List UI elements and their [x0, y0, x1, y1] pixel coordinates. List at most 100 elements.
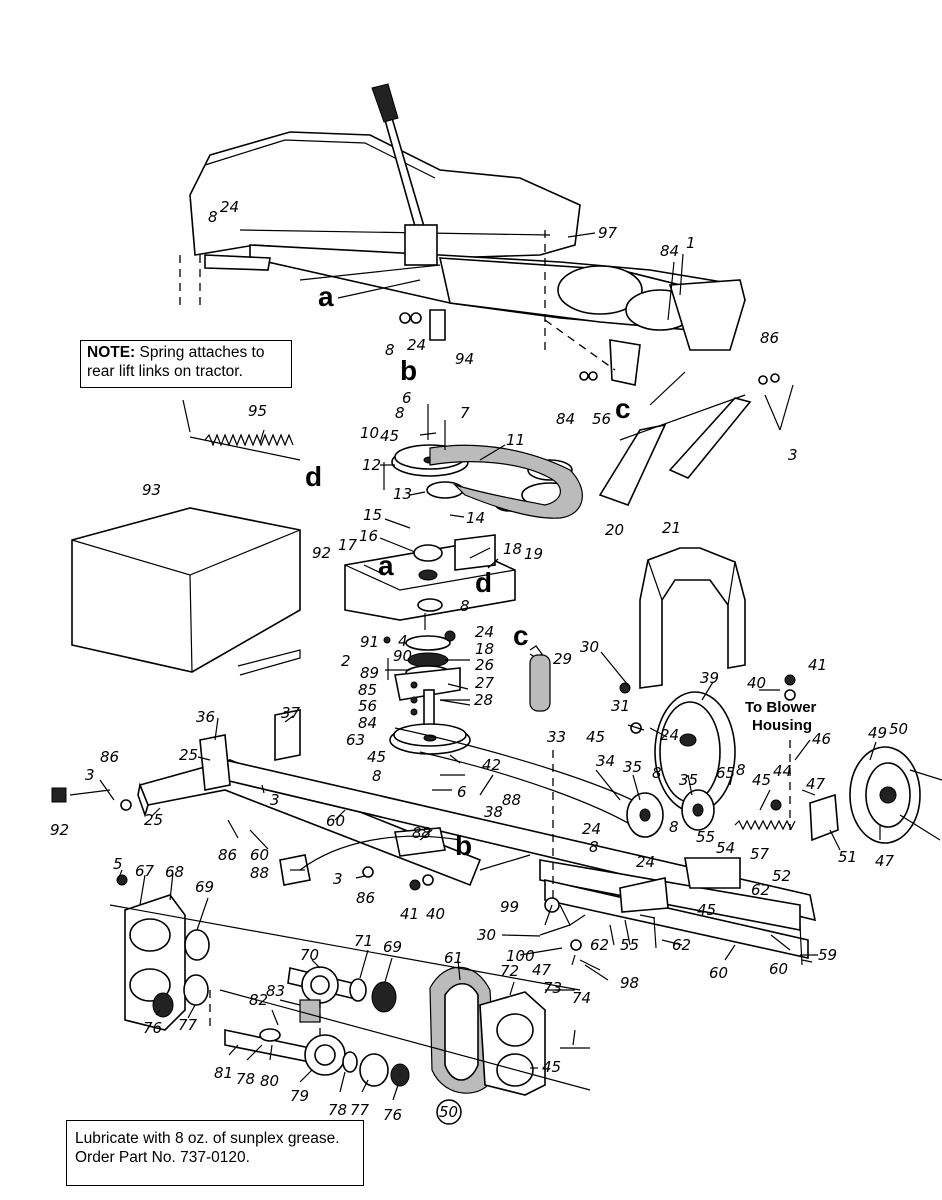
- label-89: 89: [360, 664, 379, 682]
- label-24: 24: [636, 853, 655, 871]
- label-7: 7: [460, 404, 470, 422]
- label-6: 6: [402, 389, 412, 407]
- label-76: 76: [143, 1019, 162, 1037]
- label-52: 52: [772, 867, 791, 885]
- leader-lines: [99, 232, 881, 1101]
- small-pulleys-35: [626, 789, 715, 838]
- label-16: 16: [359, 527, 378, 545]
- label-73: 73: [543, 979, 562, 997]
- label-55: 55: [696, 828, 715, 846]
- label-78: 78: [236, 1070, 255, 1088]
- label-61: 61: [444, 949, 463, 967]
- note-heading: NOTE:: [87, 344, 136, 361]
- hardware: [116, 312, 796, 951]
- letter-a: a: [378, 550, 394, 581]
- label-45: 45: [752, 771, 771, 789]
- label-84: 84: [556, 410, 575, 428]
- label-45: 45: [542, 1058, 561, 1076]
- label-45: 45: [367, 748, 386, 766]
- label-10: 10: [360, 424, 379, 442]
- label-47: 47: [875, 852, 895, 870]
- label-29: 29: [553, 650, 572, 668]
- label-38: 38: [484, 803, 503, 821]
- label-95: 95: [248, 402, 267, 420]
- label-90: 90: [393, 647, 412, 665]
- label-45: 45: [697, 901, 716, 919]
- label-55: 55: [620, 936, 639, 954]
- label-39: 39: [700, 669, 719, 687]
- label-80: 80: [260, 1072, 279, 1090]
- lubrication-line-2: Order Part No. 737-0120.: [75, 1149, 250, 1166]
- label-99: 99: [500, 898, 519, 916]
- label-70: 70: [300, 946, 319, 964]
- label-6: 6: [457, 783, 467, 801]
- label-3: 3: [85, 766, 95, 784]
- label-28: 28: [474, 691, 493, 709]
- label-19: 19: [524, 545, 543, 563]
- letter-b: b: [455, 830, 472, 861]
- label-26: 26: [475, 656, 494, 674]
- label-25: 25: [179, 746, 198, 764]
- label-11: 11: [506, 431, 525, 449]
- letter-a: a: [318, 281, 334, 312]
- label-45: 45: [380, 427, 399, 445]
- label-69: 69: [383, 938, 402, 956]
- label-60: 60: [250, 846, 269, 864]
- callout-labels: 8 24 97 84 1 a 8 24 b 94 86 3 84 56 c 95…: [50, 198, 908, 1125]
- label-20: 20: [605, 521, 624, 539]
- label-50: 50: [889, 720, 908, 738]
- label-17: 17: [338, 536, 358, 554]
- label-42: 42: [482, 756, 501, 774]
- label-69: 69: [195, 878, 214, 896]
- upper-pulley-assembly: [383, 404, 583, 519]
- label-84: 84: [358, 714, 377, 732]
- lower-gearcase: [109, 894, 591, 1096]
- label-59: 59: [818, 946, 837, 964]
- frame-rails: [51, 709, 817, 971]
- label-51: 51: [838, 848, 857, 866]
- letter-d: d: [305, 461, 322, 492]
- label-72: 72: [500, 962, 519, 980]
- label-14: 14: [466, 509, 485, 527]
- label-8: 8: [460, 597, 470, 615]
- label-78: 78: [328, 1101, 347, 1119]
- label-56: 56: [358, 697, 377, 715]
- label-3: 3: [270, 791, 280, 809]
- label-93: 93: [142, 481, 161, 499]
- label-8: 8: [208, 208, 218, 226]
- label-65: 65: [716, 764, 735, 782]
- label-86: 86: [100, 748, 119, 766]
- letter-d: d: [475, 567, 492, 598]
- label-100: 100: [506, 947, 535, 965]
- lift-links: [598, 371, 752, 506]
- label-57: 57: [750, 845, 770, 863]
- label-30: 30: [580, 638, 599, 656]
- label-67: 67: [135, 862, 155, 880]
- label-27: 27: [475, 674, 495, 692]
- label-3: 3: [333, 870, 343, 888]
- label-13: 13: [393, 485, 412, 503]
- label-98: 98: [620, 974, 639, 992]
- label-92: 92: [50, 821, 69, 839]
- label-86: 86: [356, 889, 375, 907]
- blower-label-line1: To Blower: [745, 699, 817, 716]
- label-8: 8: [589, 838, 599, 856]
- label-79: 79: [290, 1087, 309, 1105]
- label-40: 40: [747, 674, 766, 692]
- label-71: 71: [354, 932, 373, 950]
- label-62: 62: [672, 936, 691, 954]
- label-24: 24: [220, 198, 239, 216]
- label-88: 88: [502, 791, 521, 809]
- page-number-circle: [436, 1099, 462, 1125]
- label-77: 77: [350, 1101, 370, 1119]
- lubrication-note: Lubricate with 8 oz. of sunplex grease. …: [66, 1120, 364, 1186]
- label-37: 37: [281, 704, 301, 722]
- label-8: 8: [372, 767, 382, 785]
- label-82: 82: [249, 991, 268, 1009]
- label-36: 36: [196, 708, 215, 726]
- label-84: 84: [660, 242, 679, 260]
- label-54: 54: [716, 839, 735, 857]
- label-83: 83: [266, 982, 285, 1000]
- letter-b: b: [400, 355, 417, 386]
